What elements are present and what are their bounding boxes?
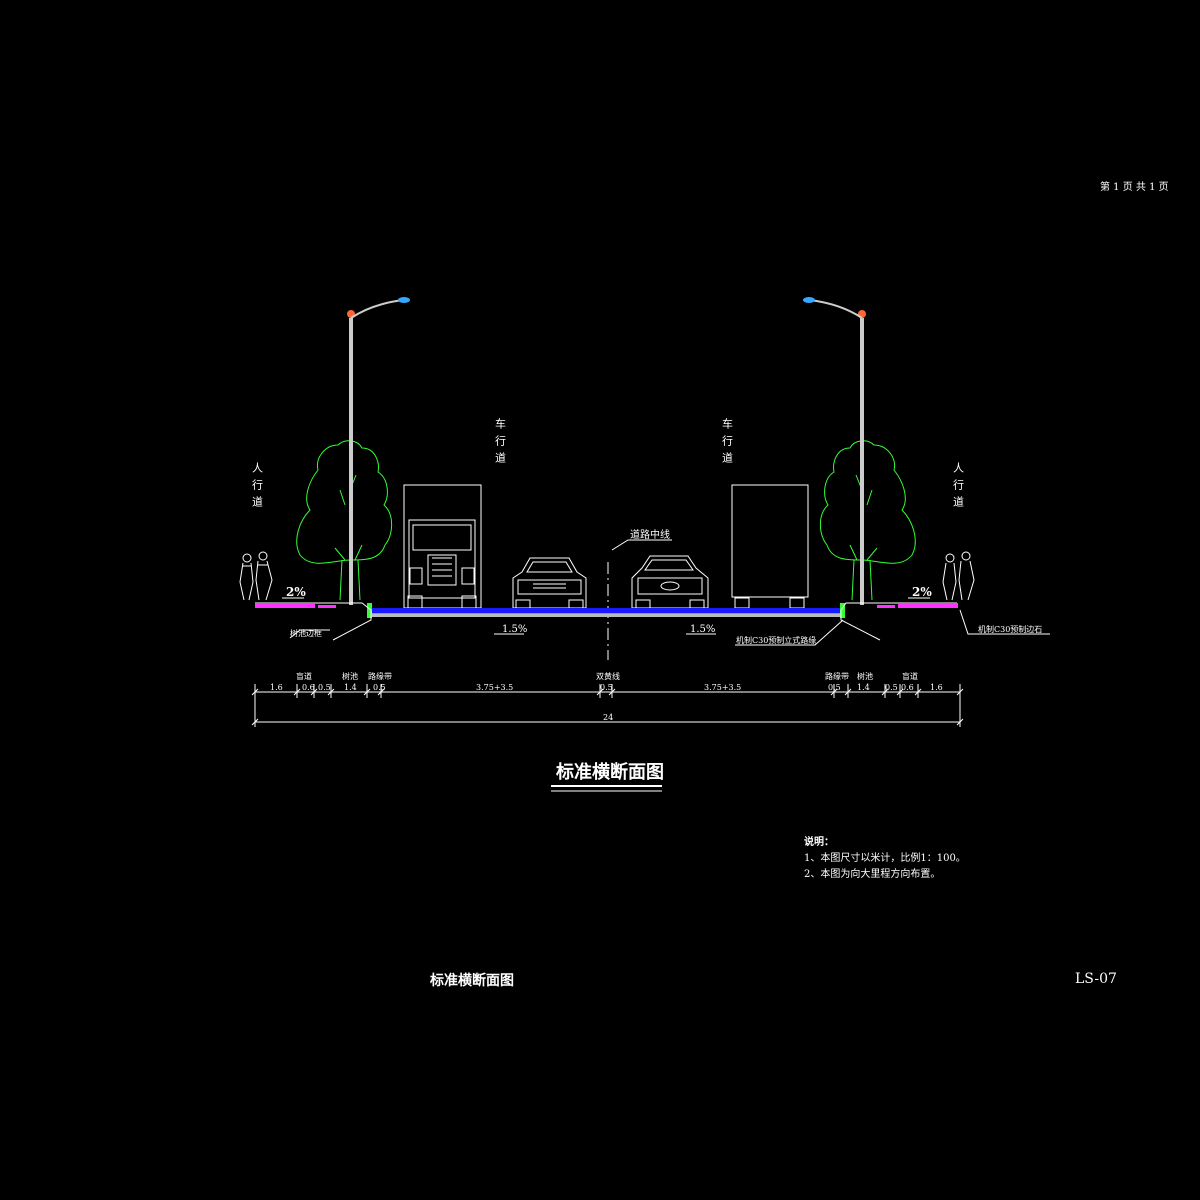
footer-title: 标准横断面图 xyxy=(429,972,514,989)
dim-value-13: 1.6 xyxy=(930,683,943,692)
dim-value-9: 0.5 xyxy=(828,683,841,692)
truck-rear-icon xyxy=(731,484,809,609)
notes-block: 说明： 1、本图尺寸以米计，比例1：100。 2、本图为向大里程方向布置。 xyxy=(804,835,966,880)
dim-value-4: 1.4 xyxy=(344,683,357,692)
slope-sidewalk-left: 2% xyxy=(286,585,306,599)
label-edge-stone: 机制C30预制边石 xyxy=(978,624,1042,634)
dim-label-6: 树池 xyxy=(857,671,873,681)
dimension-ticks xyxy=(251,684,964,726)
dimension-chain xyxy=(251,684,964,727)
label-carriageway-left: 车行道 xyxy=(494,417,507,469)
dimension-tick xyxy=(956,718,964,726)
drawing-title: 标准横断面图 xyxy=(555,761,664,783)
drawing-number: LS-07 xyxy=(1075,971,1117,987)
tree-right-icon xyxy=(819,440,916,601)
slope-sidewalk-right: 2% xyxy=(912,585,932,599)
notes-item-2: 2、本图为向大里程方向布置。 xyxy=(804,867,940,880)
dim-label-7: 盲道 xyxy=(902,671,918,681)
dim-label-3: 路缘带 xyxy=(368,671,392,681)
page-info: 第 1 页 共 1 页 xyxy=(1100,180,1169,193)
road-section xyxy=(255,602,958,641)
truck-front-icon xyxy=(403,484,482,609)
dim-label-5: 路缘带 xyxy=(825,671,849,681)
dim-value-3: 0.5 xyxy=(318,683,331,692)
dimension-tick xyxy=(251,718,259,726)
dim-total: 24 xyxy=(603,713,613,722)
dim-value-11: 0.5 xyxy=(885,683,898,692)
tree-left-icon xyxy=(296,440,393,601)
dim-value-8: 3.75+3.5 xyxy=(704,683,741,692)
dim-value-10: 1.4 xyxy=(857,683,870,692)
pedestrians-right-icon xyxy=(942,551,975,601)
dim-value-7: 0.5 xyxy=(600,683,613,692)
dim-value-5: 0.5 xyxy=(373,683,386,692)
notes-heading: 说明： xyxy=(804,835,834,848)
dim-value-2: 0.6 xyxy=(302,683,315,692)
label-centerline: 道路中线 xyxy=(630,528,670,541)
street-lamp-left-icon xyxy=(347,297,410,605)
dim-value-12: 0.6 xyxy=(901,683,914,692)
slope-road-right: 1.5% xyxy=(690,624,715,635)
dim-value-1: 1.6 xyxy=(270,683,283,692)
dim-label-2: 树池 xyxy=(342,671,358,681)
label-tree-pit-edge: 树池边框 xyxy=(290,628,322,638)
label-sidewalk-right: 人行道 xyxy=(952,462,965,513)
dim-value-6: 3.75+3.5 xyxy=(476,683,513,692)
label-sidewalk-left: 人行道 xyxy=(251,462,264,513)
car-right-front-icon xyxy=(631,555,709,609)
label-carriageway-right: 车行道 xyxy=(721,417,734,469)
notes-item-1: 1、本图尺寸以米计，比例1：100。 xyxy=(804,851,966,864)
dim-label-1: 盲道 xyxy=(296,671,312,681)
dim-label-4: 双黄线 xyxy=(596,671,620,681)
car-left-front-icon xyxy=(512,557,587,609)
pedestrians-left-icon xyxy=(239,551,273,601)
street-lamp-right-icon xyxy=(803,297,866,605)
slope-road-left: 1.5% xyxy=(502,624,527,635)
label-curb-stone: 机制C30预制立式路缘 xyxy=(736,635,816,645)
